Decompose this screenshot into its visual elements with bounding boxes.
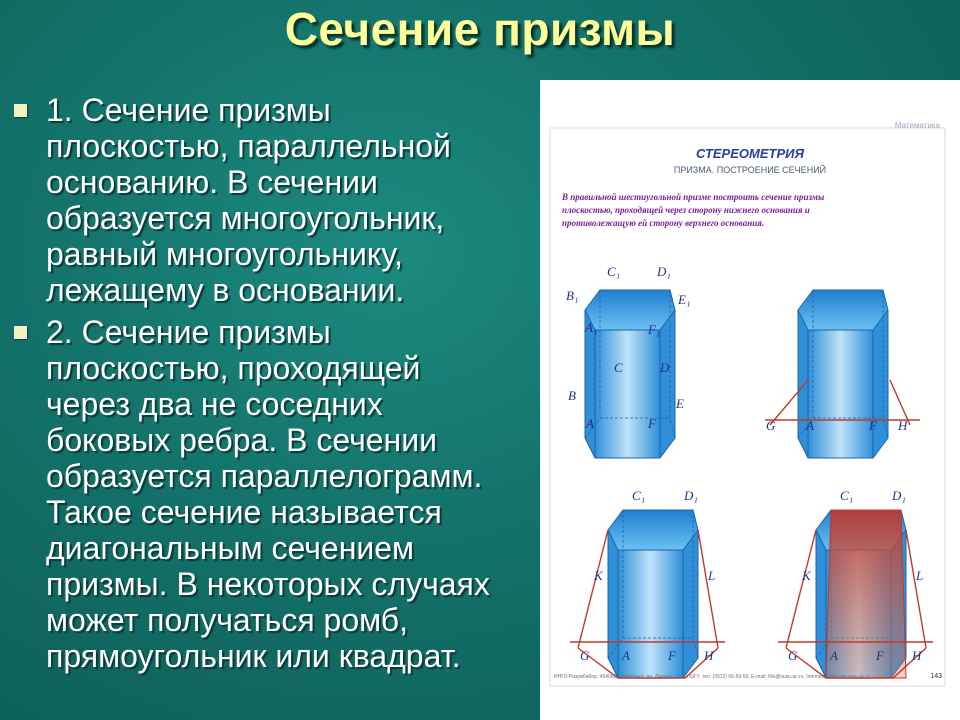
bullet-item: 1. Сечение призмы плоскостью, параллельн… [10,92,545,308]
vertex-label: K [801,568,812,583]
page-number: 143 [930,673,942,680]
figure-canvas: Математика СТЕРЕОМЕТРИЯ ПРИЗМА. ПОСТРОЕН… [549,121,946,687]
vertex-label: F [647,416,657,431]
vertex-label: D₁ [891,488,906,503]
vertex-label: H [911,648,922,663]
prism-sections-figure: Математика СТЕРЕОМЕТРИЯ ПРИЗМА. ПОСТРОЕН… [540,80,960,720]
vertex-label: L [707,568,715,583]
bullet-item: 2. Сечение призмы плоскостью, проходящей… [10,314,545,674]
vertex-label: C₁ [632,488,645,503]
vertex-label: E₁ [677,292,690,307]
bullet-square-icon [14,326,27,339]
vertex-label: G [788,648,798,663]
vertex-label: E [675,396,684,411]
vertex-label: G [580,648,590,663]
bullet-list: 1. Сечение призмы плоскостью, параллельн… [10,92,545,680]
vertex-label: H [897,418,908,433]
slide-title: Сечение призмы [284,3,676,55]
prism-figure-1: C₁ D₁ B₁ E₁ A₁ F₁ C D B E A F [566,264,690,459]
vertex-label: C₁ [607,264,620,279]
corner-tag: Математика [895,121,941,130]
vertex-label: D₁ [683,488,698,503]
vertex-label: C₁ [840,488,853,503]
vertex-label: B₁ [566,288,578,303]
vertex-label: A [585,416,594,431]
vertex-label: F [868,418,878,433]
bullet-text: 2. Сечение призмы плоскостью, проходящей… [46,314,490,674]
vertex-label: F₁ [647,322,660,337]
prism-figure-3: C₁ D₁ K L G A F H [570,488,725,679]
vertex-label: C [614,360,623,375]
vertex-label: L [915,568,923,583]
vertex-label: G [766,418,776,433]
vertex-label: F [667,648,677,663]
figure-subheading: ПРИЗМА. ПОСТРОЕНИЕ СЕЧЕНИЙ [674,164,826,175]
vertex-label: A₁ [584,320,597,335]
vertex-label: D₁ [656,264,671,279]
figure-heading: СТЕРЕОМЕТРИЯ [696,146,804,161]
vertex-label: A [805,418,814,433]
vertex-label: B [568,388,576,403]
vertex-label: D [659,360,670,375]
vertex-label: A [829,648,838,663]
vertex-label: H [703,648,714,663]
vertex-label: F [875,648,885,663]
prism-figure-2: G A F H [765,289,920,459]
vertex-label: K [593,568,604,583]
task-line: противолежащую ей сторону верхнего основ… [562,218,764,228]
figure-footer: ИНГО Разумбибор, 454080, Челябинск, пр. … [554,674,871,680]
task-line: плоскостью, проходящей через сторону ниж… [562,205,810,215]
prism-figure-4: C₁ D₁ K L G A F H [778,488,933,679]
bullet-square-icon [14,104,27,117]
bullet-text: 1. Сечение призмы плоскостью, параллельн… [46,92,451,308]
task-line: В правильной шестиугольной призме постро… [561,192,824,202]
vertex-label: A [621,648,630,663]
